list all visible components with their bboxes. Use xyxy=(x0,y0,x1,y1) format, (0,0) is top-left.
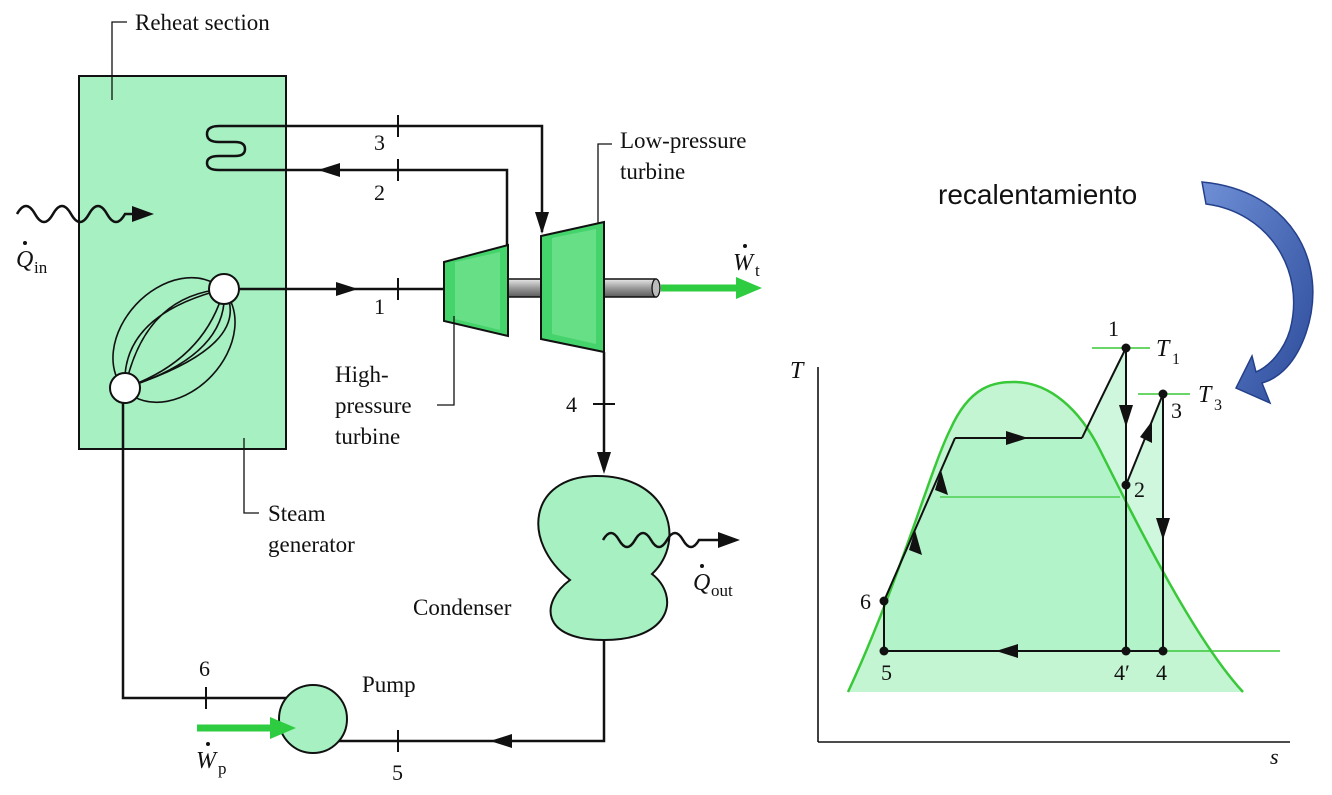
line-2 xyxy=(320,168,509,248)
svg-text:1: 1 xyxy=(1172,351,1180,368)
ts-point-4: 4 xyxy=(1156,660,1167,685)
heat-out-wave xyxy=(601,531,722,549)
state-4: 4 xyxy=(566,392,577,417)
ts-shaded-cycle xyxy=(884,348,1163,651)
ts-point-2: 2 xyxy=(1134,477,1145,502)
svg-text:T: T xyxy=(1198,382,1213,408)
leader-lp xyxy=(597,143,612,224)
heat-in-wave xyxy=(15,204,133,224)
state-5: 5 xyxy=(392,760,403,785)
svg-text:Q: Q xyxy=(693,570,710,596)
state-3: 3 xyxy=(374,130,385,155)
ts-state-points xyxy=(879,343,1168,656)
svg-text:in: in xyxy=(34,258,48,277)
line-5 xyxy=(314,640,606,743)
saturation-dome xyxy=(846,380,1244,693)
label-hp-line-3: turbine xyxy=(335,424,400,449)
ts-point-5: 5 xyxy=(881,660,892,685)
ts-x-axis-label: s xyxy=(1270,744,1279,769)
label-condenser: Condenser xyxy=(413,595,512,620)
ts-label-t1: T 1 xyxy=(1156,336,1180,368)
svg-text:t: t xyxy=(755,261,760,280)
svg-text:W: W xyxy=(733,250,755,276)
ts-point-3: 3 xyxy=(1171,398,1182,423)
reheat-coil xyxy=(205,124,398,172)
ts-point-6: 6 xyxy=(860,589,871,614)
ts-point-4-prime: 4′ xyxy=(1114,660,1130,685)
svg-text:out: out xyxy=(711,581,733,600)
ts-cycle-path xyxy=(883,347,1164,652)
label-lp-line-1: Low-pressure xyxy=(620,128,746,153)
label-recalentamiento: recalentamiento xyxy=(938,179,1137,210)
arrow-2 xyxy=(318,163,340,177)
state-2: 2 xyxy=(374,180,385,205)
svg-text:p: p xyxy=(218,759,227,778)
drum-outlet xyxy=(208,273,240,305)
leader-hp xyxy=(437,316,455,406)
label-q-in: Q in xyxy=(16,241,48,277)
arrow-5 xyxy=(490,734,512,748)
ts-y-axis-label: T xyxy=(790,358,805,384)
reheat-annotation: recalentamiento xyxy=(938,179,1314,405)
arrow-4 xyxy=(597,452,611,474)
ts-label-t3: T 3 xyxy=(1198,382,1222,414)
drum-inlet xyxy=(109,372,141,404)
condenser xyxy=(537,474,671,642)
state-6: 6 xyxy=(199,656,210,681)
svg-text:3: 3 xyxy=(1214,397,1222,414)
label-reheat-section: Reheat section xyxy=(135,10,270,35)
line-3 xyxy=(398,124,544,232)
svg-text:Q: Q xyxy=(16,247,33,273)
label-q-out: Q out xyxy=(693,564,733,600)
label-steam-line-2: generator xyxy=(268,532,355,557)
leader-steam-gen xyxy=(243,438,259,514)
schematic: Reheat section Low-pressure turbine High… xyxy=(15,10,762,785)
curved-arrow-icon xyxy=(1201,181,1314,405)
label-hp-line-2: pressure xyxy=(335,393,412,418)
label-lp-line-2: turbine xyxy=(620,159,685,184)
label-steam-line-1: Steam xyxy=(268,501,326,526)
label-w-t: W t xyxy=(733,244,760,280)
label-w-p: W p xyxy=(196,742,227,778)
pump xyxy=(278,684,348,754)
line-6 xyxy=(121,403,314,700)
leader-reheat xyxy=(111,21,127,100)
svg-text:T: T xyxy=(1156,336,1171,362)
label-hp-line-1: High- xyxy=(335,362,389,387)
arrow-3 xyxy=(535,212,549,234)
state-1: 1 xyxy=(374,294,385,319)
arrow-1 xyxy=(336,282,358,296)
svg-text:W: W xyxy=(196,748,218,774)
label-pump: Pump xyxy=(362,672,416,697)
ts-diagram: T s 1 2 3 4 4′ 5 6 T 1 T 3 xyxy=(790,316,1290,769)
ts-point-1: 1 xyxy=(1108,316,1119,341)
